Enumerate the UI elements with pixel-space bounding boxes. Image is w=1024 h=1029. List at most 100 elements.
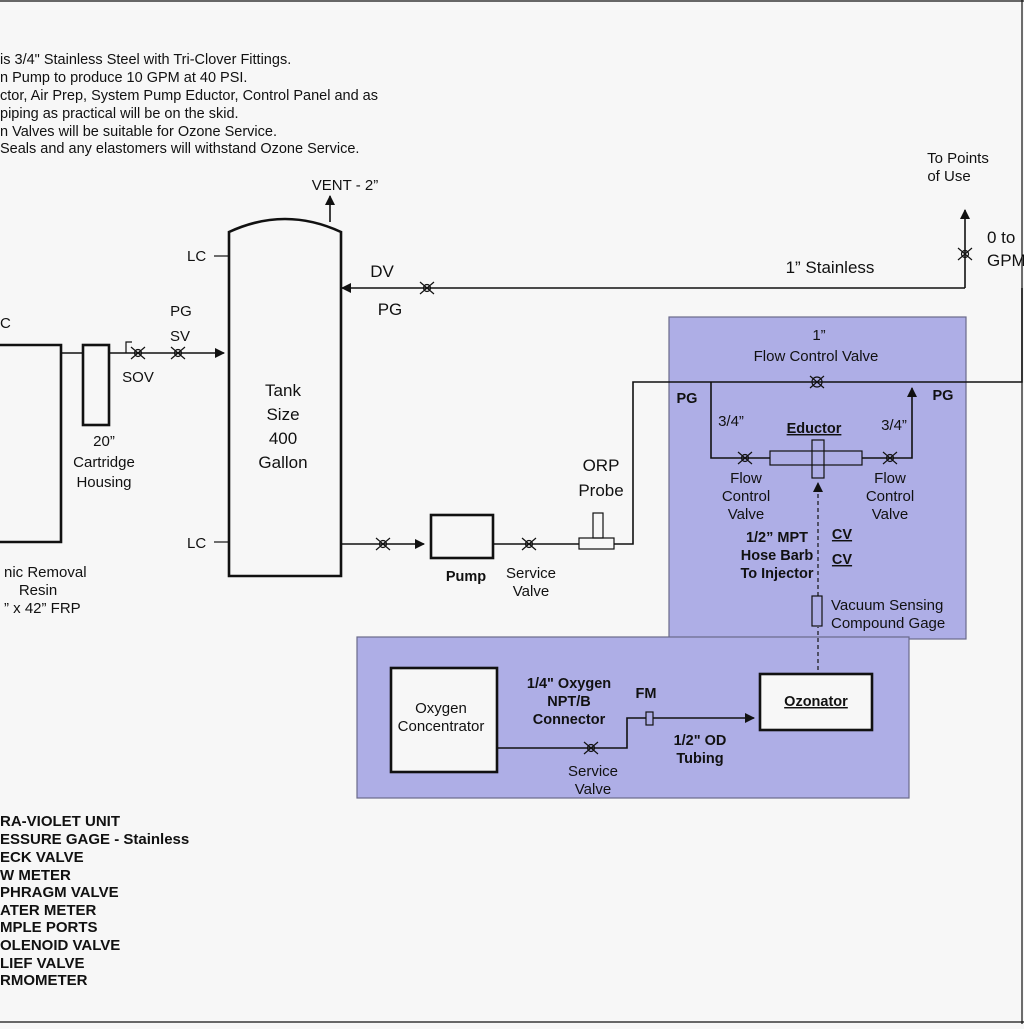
fcv-right-valve-icon <box>882 451 898 465</box>
fcv-label: 1” <box>812 327 825 344</box>
legend-item: PHRAGM VALVE <box>0 884 119 901</box>
orp-label: Probe <box>578 481 623 500</box>
cartridge-label: 20” <box>93 433 115 450</box>
dv-valve-icon <box>419 281 435 295</box>
hose-barb-label: Hose Barb <box>741 548 814 564</box>
note-line: Seals and any elastomers will withstand … <box>0 141 359 157</box>
tank-label: 400 <box>269 429 297 448</box>
tank-label: Gallon <box>258 453 307 472</box>
symbol-legend: RA-VIOLET UNIT ESSURE GAGE - Stainless E… <box>0 813 189 989</box>
gpm-label: 0 to <box>987 228 1015 247</box>
sv-valve-icon <box>170 346 186 360</box>
connector-label: NPT/B <box>547 694 591 710</box>
eductor-label: Eductor <box>787 421 842 437</box>
cv-label: CV <box>832 527 852 543</box>
pg-return-label: PG <box>378 300 403 319</box>
fcv-right-label: Flow <box>874 470 906 487</box>
oxygen-service-valve-label: Service <box>568 763 618 780</box>
resin-lc-label: C <box>0 315 11 332</box>
general-notes: is 3/4" Stainless Steel with Tri-Clover … <box>0 52 378 157</box>
tank-label: Tank <box>265 381 301 400</box>
fcv-left-label: Valve <box>728 506 764 523</box>
resin-tank: C nic Removal Resin ” x 42” FRP <box>0 315 87 617</box>
resin-label: Resin <box>19 582 57 599</box>
cartridge-label: Cartridge <box>73 454 135 471</box>
sv-label: SV <box>170 328 190 345</box>
points-of-use-label: of Use <box>927 168 970 185</box>
lc-top-label: LC <box>187 248 206 265</box>
cv-label: CV <box>832 552 852 568</box>
pg-left-label: PG <box>677 391 698 407</box>
legend-item: ESSURE GAGE - Stainless <box>0 831 189 848</box>
service-valve-icon <box>521 537 537 551</box>
eductor-body <box>769 450 863 466</box>
legend-item: RMOMETER <box>0 972 88 989</box>
vacuum-gage-label: Vacuum Sensing <box>831 597 943 614</box>
eductor-outlet-pipe <box>862 387 917 459</box>
fcv-left-label: Control <box>722 488 770 505</box>
oxygen-concentrator <box>389 666 499 774</box>
ozonator-label: Ozonator <box>784 694 848 710</box>
connector-label: 1/4" Oxygen <box>527 676 611 692</box>
oxygen-service-valve-icon <box>583 741 599 755</box>
legend-item: ECK VALVE <box>0 849 84 866</box>
oxygen-concentrator-label: Concentrator <box>398 718 485 735</box>
legend-item: RA-VIOLET UNIT <box>0 813 120 830</box>
tubing-label: Tubing <box>676 751 723 767</box>
note-line: n Pump to produce 10 GPM at 40 PSI. <box>0 70 247 86</box>
oxygen-concentrator-label: Oxygen <box>415 700 467 717</box>
legend-item: OLENOID VALVE <box>0 937 120 954</box>
oxygen-service-valve-label: Valve <box>575 781 611 798</box>
pump <box>429 513 495 560</box>
use-valve-icon <box>957 247 973 261</box>
hose-barb-label: To Injector <box>740 566 813 582</box>
note-line: piping as practical will be on the skid. <box>0 106 239 122</box>
orp-probe-body <box>578 537 615 550</box>
pg-right-label: PG <box>933 388 954 404</box>
note-line: n Valves will be suitable for Ozone Serv… <box>0 124 277 140</box>
note-line: is 3/4" Stainless Steel with Tri-Clover … <box>0 52 291 68</box>
sov-stem <box>125 341 132 353</box>
legend-item: ATER METER <box>0 902 97 919</box>
tank-label: Size <box>266 405 299 424</box>
legend-item: W METER <box>0 867 71 884</box>
vent-label: VENT - 2” <box>312 177 378 194</box>
orp-probe-sensor <box>592 512 604 539</box>
storage-tank <box>227 217 343 578</box>
connector-label: Connector <box>533 712 606 728</box>
vacuum-gage-label: Compound Gage <box>831 615 945 632</box>
stainless-label: 1” Stainless <box>786 258 875 277</box>
service-valve-label: Valve <box>513 583 549 600</box>
fcv-left-valve-icon <box>737 451 753 465</box>
fcv-label: Flow Control Valve <box>754 348 879 365</box>
fm-label: FM <box>636 686 657 702</box>
hose-barb-label: 1/2” MPT <box>746 530 808 546</box>
note-line: ctor, Air Prep, System Pump Eductor, Con… <box>0 88 378 104</box>
cartridge-housing <box>81 343 111 427</box>
fcv-left-label: Flow <box>730 470 762 487</box>
sov-valve-icon <box>130 346 146 360</box>
pump-label: Pump <box>446 569 486 585</box>
fcv-right-label: Control <box>866 488 914 505</box>
resin-label: nic Removal <box>4 564 87 581</box>
ozonator <box>758 672 874 732</box>
eductor-injector <box>811 439 825 479</box>
fcv-right-label: Valve <box>872 506 908 523</box>
eductor-inlet-pipe <box>710 382 770 459</box>
dv-label: DV <box>370 262 394 281</box>
resin-label: ” x 42” FRP <box>4 600 81 617</box>
tubing-label: 1/2" OD <box>674 733 727 749</box>
vacuum-gage <box>811 595 823 627</box>
pipe-size-label: 3/4” <box>881 417 907 434</box>
pg-inlet-label: PG <box>170 303 192 320</box>
cartridge-label: Housing <box>76 474 131 491</box>
lc-bottom-label: LC <box>187 535 206 552</box>
points-of-use-label: To Points <box>927 150 989 167</box>
oxygen-line <box>497 717 646 749</box>
legend-item: MPLE PORTS <box>0 919 98 936</box>
legend-item: LIEF VALVE <box>0 955 84 972</box>
gpm-label: GPM <box>987 251 1024 270</box>
sov-label: SOV <box>122 369 154 386</box>
